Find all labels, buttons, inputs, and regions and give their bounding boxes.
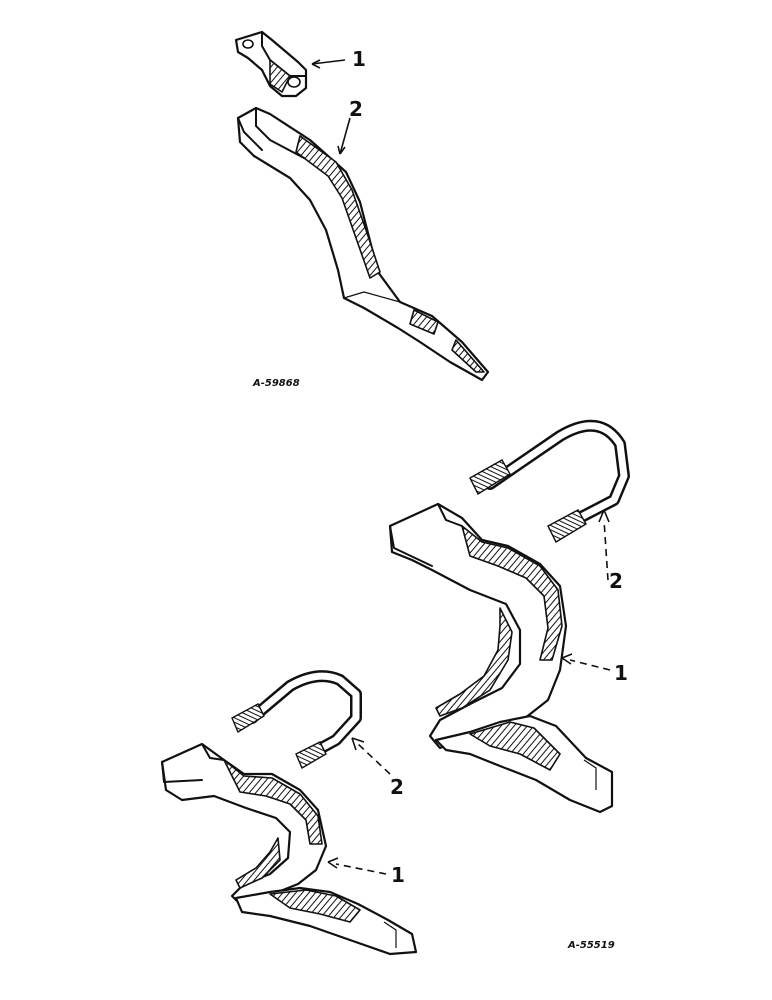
figure-a-59868: 1 2 A-59868 xyxy=(234,30,490,389)
large-u-bolt-illustration xyxy=(469,419,630,543)
leader-line-large-u-bolt xyxy=(603,519,609,581)
callout-large-u-bolt: 2 xyxy=(609,569,623,593)
callout-shank: 2 xyxy=(349,97,363,121)
leader-line-bracket xyxy=(311,59,346,65)
leader-line-shank xyxy=(339,117,351,155)
leader-line-small-shank xyxy=(335,863,387,875)
small-shank-illustration xyxy=(160,742,418,956)
arrowhead-shank xyxy=(337,145,346,155)
arrowhead-small-u-bolt xyxy=(351,737,365,751)
shank-part-illustration xyxy=(236,106,490,382)
arrowhead-small-shank xyxy=(327,857,339,869)
callout-small-shank: 1 xyxy=(391,863,405,887)
callout-large-shank: 1 xyxy=(614,661,628,685)
leader-line-large-shank xyxy=(569,659,611,671)
large-shank-illustration xyxy=(388,502,614,814)
leader-line-small-u-bolt xyxy=(357,743,391,775)
arrowhead-large-u-bolt xyxy=(598,509,610,523)
figure-code-a-59868: A-59868 xyxy=(252,378,300,389)
bracket-part-illustration xyxy=(234,30,308,98)
callout-bracket: 1 xyxy=(352,47,366,71)
small-u-bolt-illustration xyxy=(231,670,362,770)
arrowhead-large-shank xyxy=(561,653,573,665)
figure-a-55519: 2 1 2 1 A-55519 xyxy=(160,419,630,956)
callout-small-u-bolt: 2 xyxy=(390,775,404,799)
figure-code-a-55519: A-55519 xyxy=(567,940,615,951)
arrowhead-bracket xyxy=(311,59,321,69)
